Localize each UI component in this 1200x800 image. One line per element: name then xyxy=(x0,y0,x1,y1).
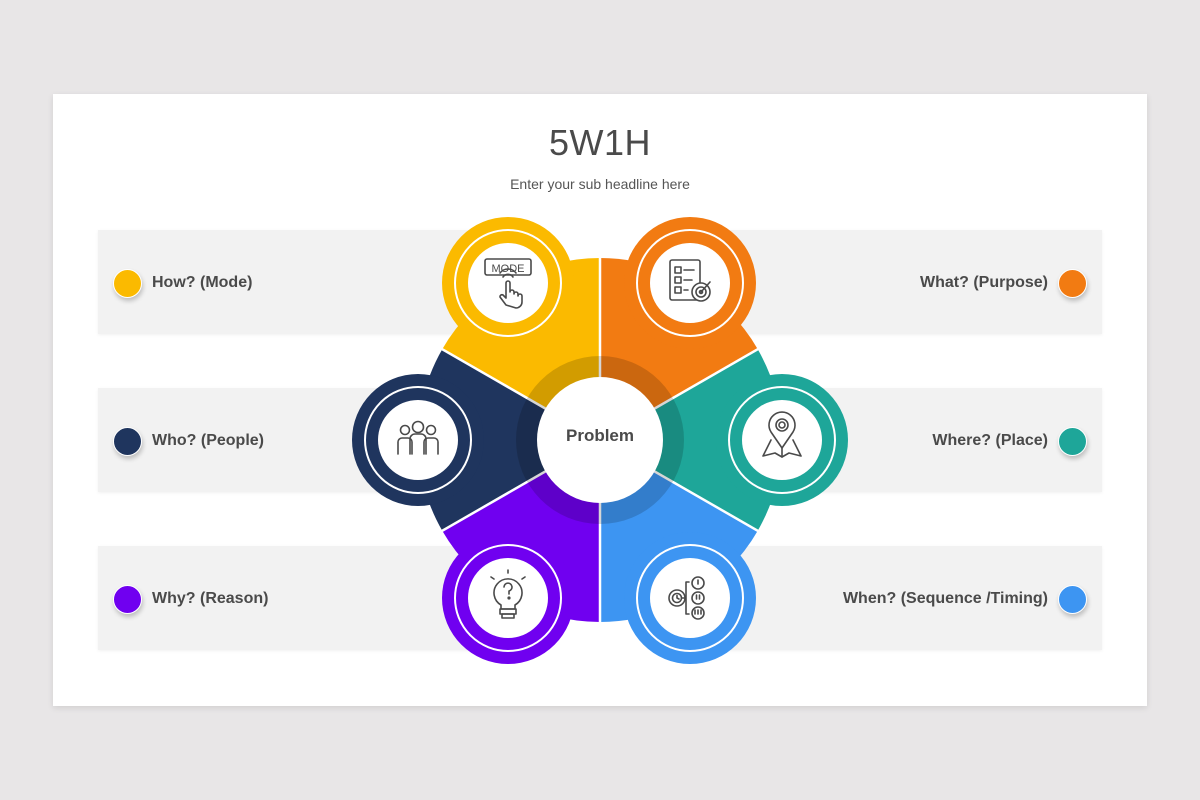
center-disc xyxy=(537,377,663,503)
people-group-icon xyxy=(397,420,439,455)
slide-subtitle: Enter your sub headline here xyxy=(510,176,690,192)
mode-hand-icon: MODE xyxy=(484,258,532,309)
item-why-label: Why? (Reason) xyxy=(152,590,269,607)
satellite-where xyxy=(716,374,848,506)
how-dot-icon xyxy=(113,268,142,298)
slide: 5W1H Enter your sub headline here How? (… xyxy=(53,94,1147,706)
why-dot-icon xyxy=(113,584,142,614)
when-dot-icon xyxy=(1058,584,1087,614)
item-why: Why? (Reason) xyxy=(113,584,268,614)
item-who-label: Who? (People) xyxy=(152,432,264,449)
item-what: What? (Purpose) xyxy=(920,268,1087,298)
item-how-label: How? (Mode) xyxy=(152,274,253,291)
item-what-label: What? (Purpose) xyxy=(920,274,1048,291)
satellite-when xyxy=(624,532,756,664)
wheel-diagram: MODE xyxy=(352,217,848,664)
checklist-target-icon xyxy=(669,259,711,302)
item-who: Who? (People) xyxy=(113,426,264,456)
segment-where xyxy=(600,349,770,531)
item-when-label: When? (Sequence /Timing) xyxy=(842,590,1048,607)
item-where: Where? (Place) xyxy=(932,426,1087,456)
satellite-who xyxy=(352,374,484,506)
what-dot-icon xyxy=(1058,268,1087,298)
item-when: When? (Sequence /Timing) xyxy=(843,584,1087,614)
satellite-what xyxy=(624,217,756,349)
lightbulb-question-icon xyxy=(490,569,526,619)
where-dot-icon xyxy=(1058,426,1087,456)
gear-clock-priority-icon xyxy=(668,576,705,620)
item-how: How? (Mode) xyxy=(113,268,252,298)
segment-who xyxy=(430,349,600,531)
center-label: Problem xyxy=(565,426,635,445)
who-dot-icon xyxy=(113,426,142,456)
map-pin-icon xyxy=(762,411,802,458)
item-where-label: Where? (Place) xyxy=(932,432,1048,449)
satellite-how xyxy=(442,217,574,349)
slide-title: 5W1H xyxy=(548,122,652,163)
